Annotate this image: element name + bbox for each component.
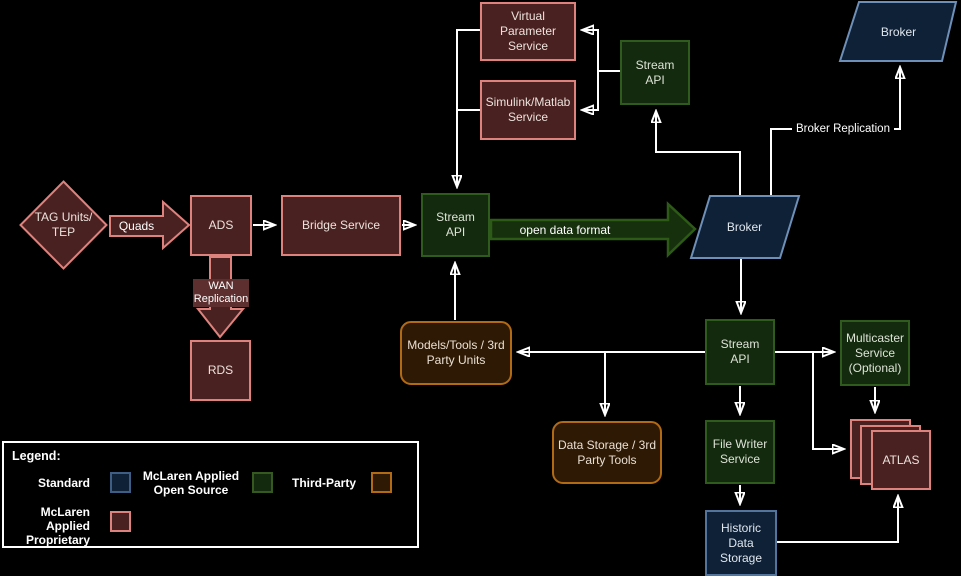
node-historic-data-storage: Historic Data Storage bbox=[705, 510, 777, 576]
edge-historic-to-atlas bbox=[777, 496, 898, 543]
legend-swatch-third-party bbox=[371, 472, 392, 493]
edge-label-broker-replication: Broker Replication bbox=[792, 122, 894, 136]
legend-label-third-party: Third-Party bbox=[291, 476, 356, 490]
legend-swatch-open-source bbox=[252, 472, 273, 493]
node-models-tools: Models/Tools / 3rd Party Units bbox=[400, 321, 512, 385]
node-stream-api-right: Stream API bbox=[705, 319, 775, 385]
edge-label-open-data-format: open data format bbox=[519, 223, 611, 237]
node-stream-api-main: Stream API bbox=[421, 193, 490, 257]
edge-stream-api-to-atlas bbox=[812, 352, 844, 449]
node-broker-top: Broker bbox=[838, 1, 959, 63]
node-ads: ADS bbox=[190, 195, 252, 256]
parallelogram-shape bbox=[689, 195, 801, 259]
edge-label-wan-replication: WAN Replication bbox=[193, 279, 249, 307]
node-broker-main: Broker bbox=[688, 195, 801, 259]
node-stream-api-top: Stream API bbox=[620, 40, 690, 105]
legend-swatch-proprietary bbox=[110, 511, 131, 532]
node-multicaster-service: Multicaster Service (Optional) bbox=[840, 320, 910, 386]
node-data-storage: Data Storage / 3rd Party Tools bbox=[552, 421, 662, 484]
parallelogram-shape bbox=[838, 1, 958, 62]
open-data-format-arrow bbox=[489, 201, 697, 258]
node-virtual-parameter-service: Virtual Parameter Service bbox=[480, 2, 576, 61]
edge-services-to-stream-api-main bbox=[457, 29, 480, 187]
node-tag-units-tep: TAG Units/ TEP bbox=[19, 180, 108, 270]
edge-streamapi-top-to-simulink bbox=[582, 71, 599, 110]
diamond-shape bbox=[19, 180, 108, 270]
node-bridge-service: Bridge Service bbox=[281, 195, 401, 256]
legend-label-proprietary: McLaren Applied Proprietary bbox=[25, 505, 90, 547]
legend-title: Legend: bbox=[12, 449, 61, 463]
node-rds: RDS bbox=[190, 340, 251, 401]
legend-label-standard: Standard bbox=[37, 476, 90, 490]
edge-broker-to-stream-api-top bbox=[656, 111, 741, 196]
legend: Legend: Standard McLaren Applied Open So… bbox=[2, 441, 419, 548]
legend-label-open-source: McLaren Applied Open Source bbox=[142, 469, 240, 497]
node-simulink-matlab-service: Simulink/Matlab Service bbox=[480, 80, 576, 140]
quads-arrow bbox=[109, 199, 191, 251]
edge-label-quads: Quads bbox=[118, 219, 155, 233]
legend-swatch-standard bbox=[110, 472, 131, 493]
node-file-writer-service: File Writer Service bbox=[705, 420, 775, 484]
edge-streamapi-top-to-virtual-parameter bbox=[582, 30, 620, 72]
node-atlas: ATLAS bbox=[871, 430, 931, 490]
